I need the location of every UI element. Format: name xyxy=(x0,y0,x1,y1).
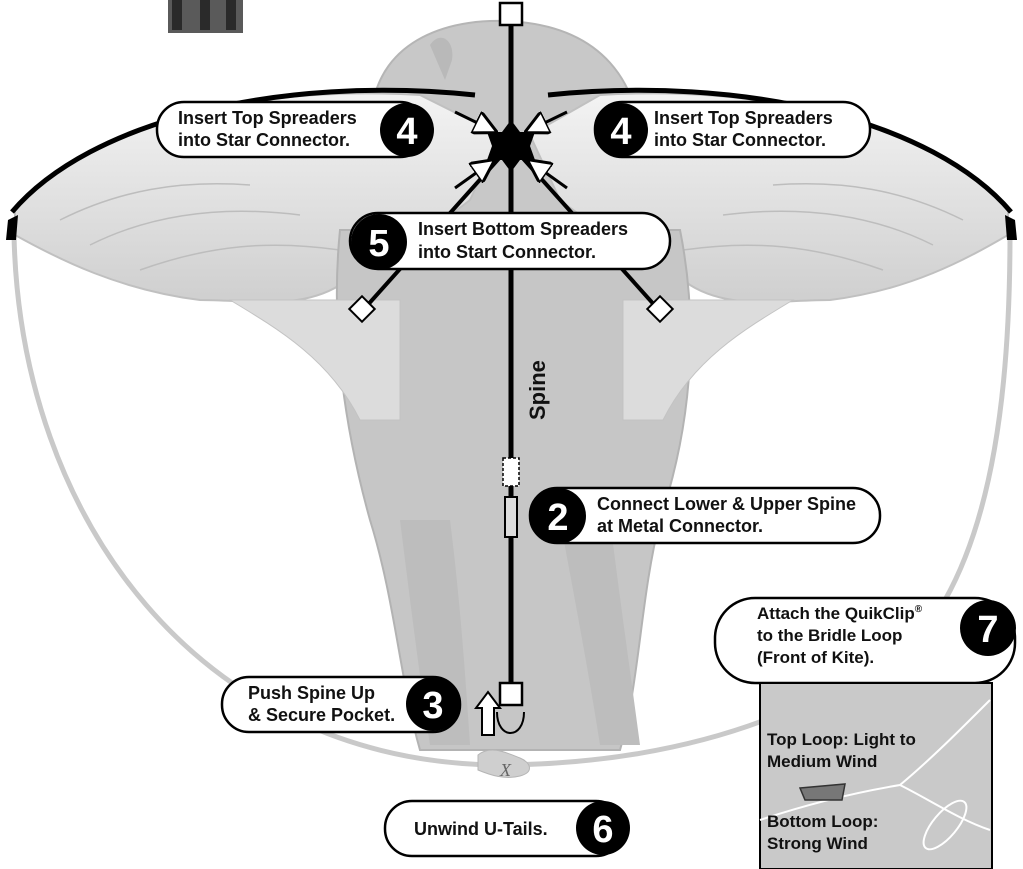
bottom-loop-line2: Strong Wind xyxy=(767,834,868,853)
bridle-detail-panel: Top Loop: Light to Medium Wind Bottom Lo… xyxy=(760,683,992,869)
step-5-callout: 5 Insert Bottom Spreaders into Start Con… xyxy=(350,213,670,270)
top-loop-line2: Medium Wind xyxy=(767,752,877,771)
step-7-line1: Attach the QuikClip® xyxy=(757,604,923,623)
step-2-callout: 2 Connect Lower & Upper Spine at Metal C… xyxy=(530,488,880,544)
step-7-line3: (Front of Kite). xyxy=(757,648,874,667)
spine-bottom-cap xyxy=(500,683,522,705)
step-7-number: 7 xyxy=(977,609,998,651)
top-loop-line1: Top Loop: Light to xyxy=(767,730,916,749)
step-3-line1: Push Spine Up xyxy=(248,683,375,703)
metal-connector xyxy=(505,497,517,537)
step-2-line2: at Metal Connector. xyxy=(597,516,763,536)
step-4-left-line1: Insert Top Spreaders xyxy=(178,108,357,128)
step-3-line2: & Secure Pocket. xyxy=(248,705,395,725)
step-4-left-number: 4 xyxy=(396,111,417,153)
spine-top-cap xyxy=(500,3,522,25)
step-5-number: 5 xyxy=(368,223,389,265)
step-4-right-number: 4 xyxy=(610,111,631,153)
step-5-line2: into Start Connector. xyxy=(418,242,596,262)
step-4-right-line1: Insert Top Spreaders xyxy=(654,108,833,128)
step-4-right-callout: 4 Insert Top Spreaders into Star Connect… xyxy=(594,102,870,157)
bottom-loop-line1: Bottom Loop: xyxy=(767,812,878,831)
upper-spine-ferrule xyxy=(503,458,519,486)
step-4-left-callout: Insert Top Spreaders into Star Connector… xyxy=(157,102,434,157)
step-6-number: 6 xyxy=(592,809,613,851)
step-2-number: 2 xyxy=(547,497,568,539)
step-4-right-line2: into Star Connector. xyxy=(654,130,826,150)
step-3-callout: Push Spine Up & Secure Pocket. 3 xyxy=(222,677,460,732)
step-6-callout: Unwind U-Tails. 6 xyxy=(385,801,630,856)
step-4-left-line2: into Star Connector. xyxy=(178,130,350,150)
spine-label: Spine xyxy=(525,360,550,420)
step-7-line2: to the Bridle Loop xyxy=(757,626,902,645)
step-3-number: 3 xyxy=(422,685,443,727)
step-2-line1: Connect Lower & Upper Spine xyxy=(597,494,856,514)
step-7-callout: Attach the QuikClip® to the Bridle Loop … xyxy=(715,598,1016,683)
step-5-line1: Insert Bottom Spreaders xyxy=(418,219,628,239)
svg-text:X: X xyxy=(499,760,512,780)
step-6-line1: Unwind U-Tails. xyxy=(414,819,548,839)
